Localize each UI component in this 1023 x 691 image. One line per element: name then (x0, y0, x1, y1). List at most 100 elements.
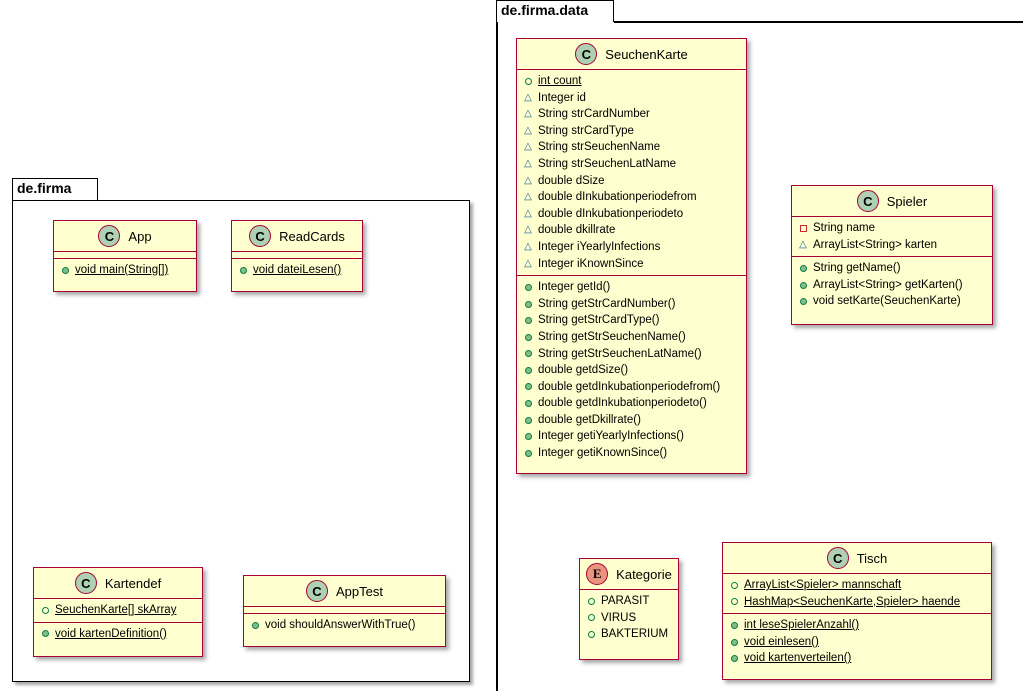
field-row[interactable]: SeuchenKarte[] skArray (39, 602, 197, 619)
visibility-icon (522, 367, 534, 374)
method-text: void setKarte(SeuchenKarte) (813, 295, 961, 308)
field-text: BAKTERIUM (601, 628, 669, 641)
package-top-border (614, 21, 1023, 23)
method-row[interactable]: Integer getiYearlyInfections() (522, 428, 741, 445)
method-row[interactable]: void shouldAnswerWithTrue() (249, 617, 440, 634)
method-row[interactable]: void main(String[]) (59, 262, 191, 279)
method-text: String getStrSeuchenLatName() (538, 347, 702, 360)
method-row[interactable]: String getStrSeuchenName() (522, 329, 741, 346)
visibility-icon: △ (524, 108, 532, 120)
visibility-icon (728, 582, 740, 589)
field-text: ArrayList<Spieler> mannschaft (744, 579, 902, 591)
method-row[interactable]: String getStrCardType() (522, 312, 741, 329)
method-row[interactable]: void dateiLesen() (237, 262, 357, 279)
visibility-icon (728, 655, 740, 662)
class-name: Kategorie (616, 566, 672, 582)
visibility-icon: △ (524, 224, 532, 236)
field-row[interactable]: △String strCardNumber (522, 106, 741, 123)
field-row[interactable]: ArrayList<Spieler> mannschaft (728, 577, 986, 594)
method-text: double getdInkubationperiodeto() (538, 397, 707, 410)
field-text: ArrayList<String> karten (813, 238, 938, 251)
method-row[interactable]: Integer getiKnownSince() (522, 445, 741, 462)
visibility-icon (522, 78, 534, 85)
visibility-icon (522, 450, 534, 457)
visibility-icon (39, 630, 51, 637)
field-row[interactable]: △Integer iKnownSince (522, 256, 741, 273)
field-row[interactable]: △double dSize (522, 173, 741, 190)
method-row[interactable]: double getdInkubationperiodeto() (522, 395, 741, 412)
visibility-icon: △ (524, 124, 532, 136)
field-text: String strSeuchenLatName (538, 157, 677, 170)
methods-section: void shouldAnswerWithTrue() (244, 614, 445, 637)
field-row[interactable]: String name (797, 220, 987, 237)
fields-section: int count△Integer id△String strCardNumbe… (517, 70, 746, 277)
visibility-icon: △ (524, 257, 532, 269)
method-row[interactable]: double getDkillrate() (522, 412, 741, 429)
visibility-icon: △ (524, 240, 532, 252)
method-text: void shouldAnswerWithTrue() (265, 619, 416, 631)
visibility-icon (59, 267, 71, 274)
visibility-icon: △ (524, 191, 532, 203)
visibility-icon (237, 267, 249, 274)
fields-section: String name△ ArrayList<String> karten (792, 217, 992, 258)
field-row[interactable]: PARASIT (585, 593, 673, 610)
method-row[interactable]: Integer getId() (522, 279, 741, 296)
method-text: void kartenDefinition() (55, 627, 167, 640)
visibility-icon (797, 225, 809, 232)
method-text: String getName() (813, 262, 901, 275)
visibility-icon (522, 433, 534, 440)
method-row[interactable]: int leseSpielerAnzahl() (728, 617, 986, 634)
field-row[interactable]: △double dInkubationperiodeto (522, 206, 741, 223)
field-row[interactable]: HashMap<SeuchenKarte,Spieler> haende (728, 594, 986, 611)
field-row[interactable]: △double dInkubationperiodefrom (522, 189, 741, 206)
field-text: String strCardType (538, 124, 634, 137)
method-text: Integer getiKnownSince() (538, 447, 668, 460)
visibility-icon (522, 284, 534, 291)
method-row[interactable]: ArrayList<String> getKarten() (797, 277, 987, 294)
method-row[interactable]: String getStrSeuchenLatName() (522, 346, 741, 363)
method-text: void dateiLesen() (253, 264, 342, 276)
field-row[interactable]: △Integer id (522, 90, 741, 107)
field-row[interactable]: int count (522, 73, 741, 90)
field-row[interactable]: BAKTERIUM (585, 626, 673, 643)
field-row[interactable]: △ String strCardType (522, 123, 741, 140)
visibility-icon: △ (799, 238, 807, 250)
visibility-icon (522, 317, 534, 324)
method-row[interactable]: void kartenDefinition() (39, 626, 197, 643)
methods-section: int leseSpielerAnzahl()void einlesen()vo… (723, 614, 991, 670)
class-name: Spieler (886, 193, 928, 209)
field-row[interactable]: VIRUS (585, 610, 673, 627)
visibility-icon (585, 598, 597, 605)
method-row[interactable]: void einlesen() (728, 634, 986, 651)
class-stereotype-icon: C (306, 580, 328, 602)
field-row[interactable]: △ ArrayList<String> karten (797, 237, 987, 254)
enum-stereotype-icon: E (586, 563, 609, 585)
method-row[interactable]: String getName() (797, 260, 987, 277)
visibility-icon (728, 598, 740, 605)
method-row[interactable]: double getdInkubationperiodefrom() (522, 379, 741, 396)
visibility-icon (522, 301, 534, 308)
method-row[interactable]: void setKarte(SeuchenKarte) (797, 293, 987, 310)
field-row[interactable]: △double dkillrate (522, 222, 741, 239)
method-text: double getdInkubationperiodefrom() (538, 380, 721, 393)
field-row[interactable]: △String strSeuchenLatName (522, 156, 741, 173)
visibility-icon (39, 607, 51, 614)
method-row[interactable]: double getdSize() (522, 362, 741, 379)
visibility-icon (522, 417, 534, 424)
field-row[interactable]: △String strSeuchenName (522, 139, 741, 156)
method-row[interactable]: void kartenverteilen() (728, 650, 986, 667)
field-row[interactable]: △Integer iYearlyInfections (522, 239, 741, 256)
method-row[interactable]: String getStrCardNumber() (522, 296, 741, 313)
